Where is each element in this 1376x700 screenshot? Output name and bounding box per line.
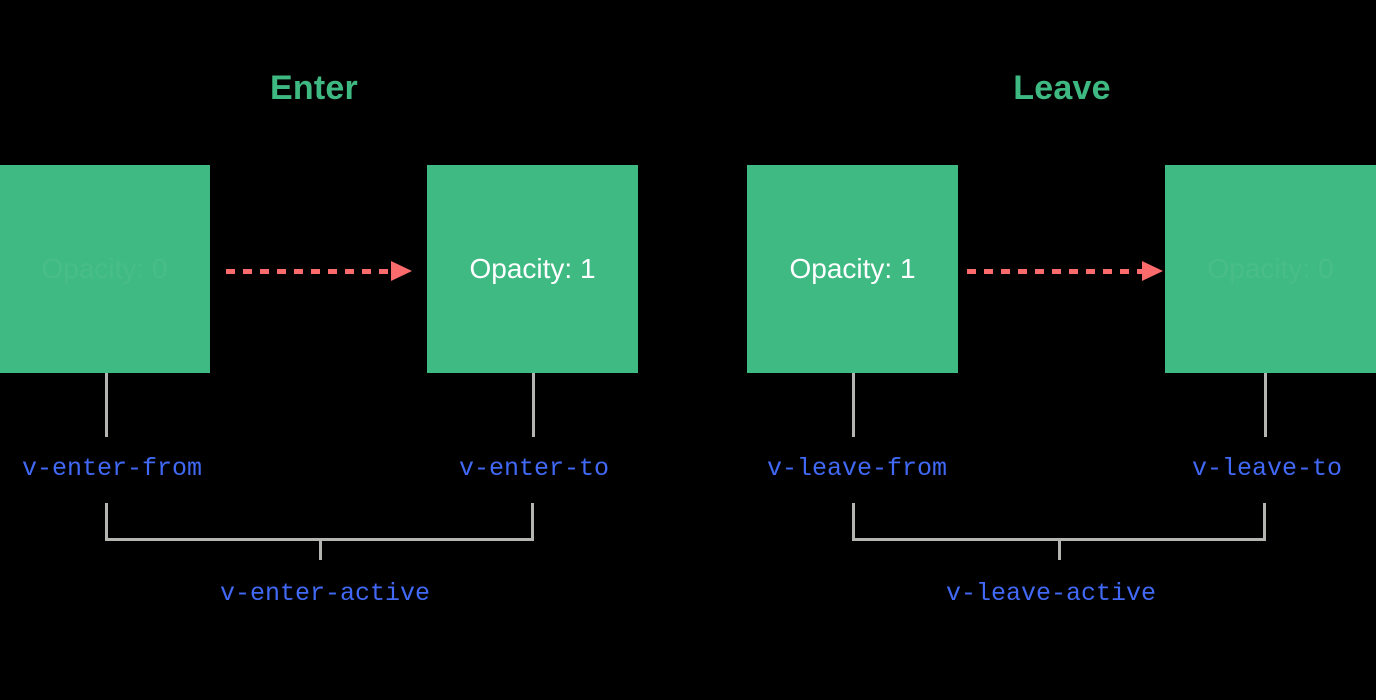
enter-to-opacity-label: Opacity: 1 (469, 253, 596, 284)
v-enter-from-label: v-enter-from (21, 454, 203, 483)
enter-from-connector-line (105, 373, 108, 437)
leave-to-opacity-label: Opacity: 0 (1207, 253, 1334, 284)
enter-from-opacity-label: Opacity: 0 (41, 253, 168, 284)
leave-arrow-shaft (967, 269, 1143, 274)
enter-arrow-head (391, 261, 412, 281)
enter-arrow-shaft (226, 269, 392, 274)
enter-transition-arrow-icon (226, 261, 412, 281)
enter-to-state-box: Opacity: 1 (427, 165, 638, 373)
leave-to-connector-line (1264, 373, 1267, 437)
enter-to-connector-line (532, 373, 535, 437)
leave-active-bracket-stem (1058, 538, 1061, 560)
leave-from-opacity-label: Opacity: 1 (789, 253, 916, 284)
v-leave-active-label: v-leave-active (945, 579, 1157, 608)
v-leave-from-label: v-leave-from (766, 454, 948, 483)
v-enter-to-label: v-enter-to (458, 454, 610, 483)
enter-active-bracket (105, 503, 534, 560)
leave-active-bracket (852, 503, 1266, 560)
enter-active-bracket-stem (318, 538, 322, 560)
v-leave-to-label: v-leave-to (1191, 454, 1343, 483)
leave-transition-arrow-icon (967, 261, 1163, 281)
leave-from-state-box: Opacity: 1 (747, 165, 958, 373)
leave-arrow-head (1142, 261, 1163, 281)
leave-from-connector-line (852, 373, 855, 437)
leave-to-state-box: Opacity: 0 (1165, 165, 1376, 373)
leave-section-title: Leave (1013, 69, 1111, 107)
enter-from-state-box: Opacity: 0 (0, 165, 210, 373)
v-enter-active-label: v-enter-active (219, 579, 431, 608)
enter-section-title: Enter (270, 69, 358, 107)
